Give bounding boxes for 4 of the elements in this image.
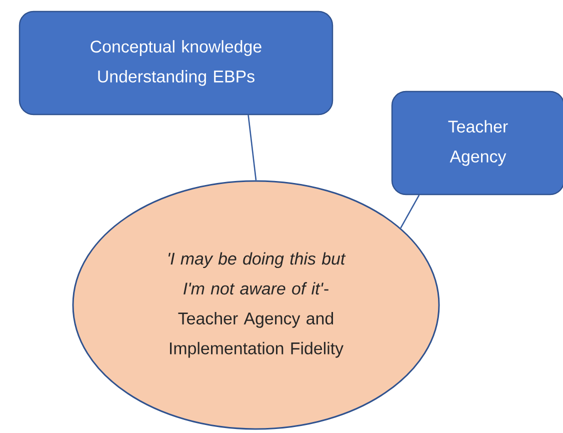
concept-box: Conceptual knowledge Understanding EBPs xyxy=(18,10,334,116)
connector-line xyxy=(400,194,420,228)
connector-line xyxy=(248,115,257,180)
concept-box: Teacher Agency xyxy=(391,90,563,196)
